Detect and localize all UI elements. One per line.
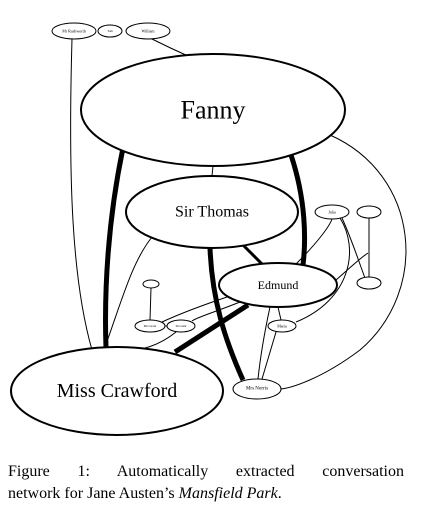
node-dr-grant: Dr Grant [166, 319, 196, 333]
caption-book-title: Mansfield Park [178, 485, 278, 502]
node-label: Edmund [258, 278, 299, 292]
node-ellipse [125, 175, 299, 249]
node-ellipse [267, 319, 297, 333]
figure-caption: Figure 1: Automatically extracted conver… [8, 461, 404, 505]
node-label: Dr Grant [176, 324, 187, 328]
node-ellipse [142, 279, 160, 289]
node-ellipse [97, 24, 123, 38]
node-maria: Maria [267, 319, 297, 333]
node-label: Mr Rushworth [62, 29, 85, 34]
node-label: Tom [107, 29, 113, 33]
node-ellipse [356, 205, 382, 219]
node-ellipse [232, 378, 282, 400]
node-sir-thomas: Sir Thomas [125, 175, 299, 249]
caption-line-2-prefix: network for Jane Austen’s [8, 485, 179, 502]
edge-edmund-maria [277, 306, 282, 321]
node-label: Mrs Norris [246, 387, 268, 392]
edge-edmund-small-c [335, 252, 369, 281]
node-mrs-grant: Mrs Grant [134, 319, 166, 333]
node-label: William [142, 29, 156, 34]
edge-edmund-miss-crawford [173, 302, 250, 355]
edge-sir-thomas-edmund [241, 243, 264, 266]
node-ellipse [51, 22, 97, 40]
edge-edmund-mrs-grant [161, 295, 231, 323]
edge-sir-thomas-mrs-norris [207, 247, 246, 382]
node-label: Sir Thomas [175, 204, 249, 221]
edge-fanny-miss-crawford [103, 147, 126, 349]
node-ellipse [134, 319, 166, 333]
node-ellipse [314, 204, 350, 220]
caption-line-2-suffix: . [277, 485, 282, 502]
node-small-b [356, 276, 382, 290]
edge-julia-small-b [341, 217, 366, 279]
node-julia: Julia [314, 204, 350, 220]
node-label: Fanny [181, 96, 246, 125]
node-william: William [125, 22, 171, 40]
node-ellipse [10, 346, 224, 436]
node-mrs-norris: Mrs Norris [232, 378, 282, 400]
node-label: Maria [277, 324, 287, 329]
node-ellipse [218, 262, 338, 308]
node-ellipse [80, 53, 346, 167]
node-small-a [356, 205, 382, 219]
node-ellipse [125, 22, 171, 40]
caption-line-1: Figure 1: Automatically extracted conver… [8, 463, 404, 480]
node-ellipse [166, 319, 196, 333]
edge-maria-mrs-norris [261, 331, 277, 380]
node-miss-crawford: Miss Crawford [10, 346, 224, 436]
edge-fanny-sir-thomas [211, 165, 214, 177]
edge-small-d-mrs-grant [149, 287, 152, 321]
edge-fanny-william [151, 38, 189, 57]
edge-edmund-mrs-norris [257, 306, 271, 380]
edge-edmund-julia [295, 218, 333, 265]
edge-julia-maria [295, 217, 351, 323]
node-label: Julia [328, 210, 336, 215]
edge-edmund-dr-grant [191, 301, 241, 322]
node-ellipse [356, 276, 382, 290]
node-small-d [142, 279, 160, 289]
node-fanny: Fanny [80, 53, 346, 167]
edge-fanny-mrs-norris [280, 134, 407, 390]
node-tom: Tom [97, 24, 123, 38]
edge-mr-rushworth-miss-crawford [70, 38, 93, 351]
edge-sir-thomas-miss-crawford [104, 236, 153, 348]
node-label: Miss Crawford [57, 380, 178, 402]
node-mr-rushworth: Mr Rushworth [51, 22, 97, 40]
node-label: Mrs Grant [144, 324, 157, 328]
node-edmund: Edmund [218, 262, 338, 308]
